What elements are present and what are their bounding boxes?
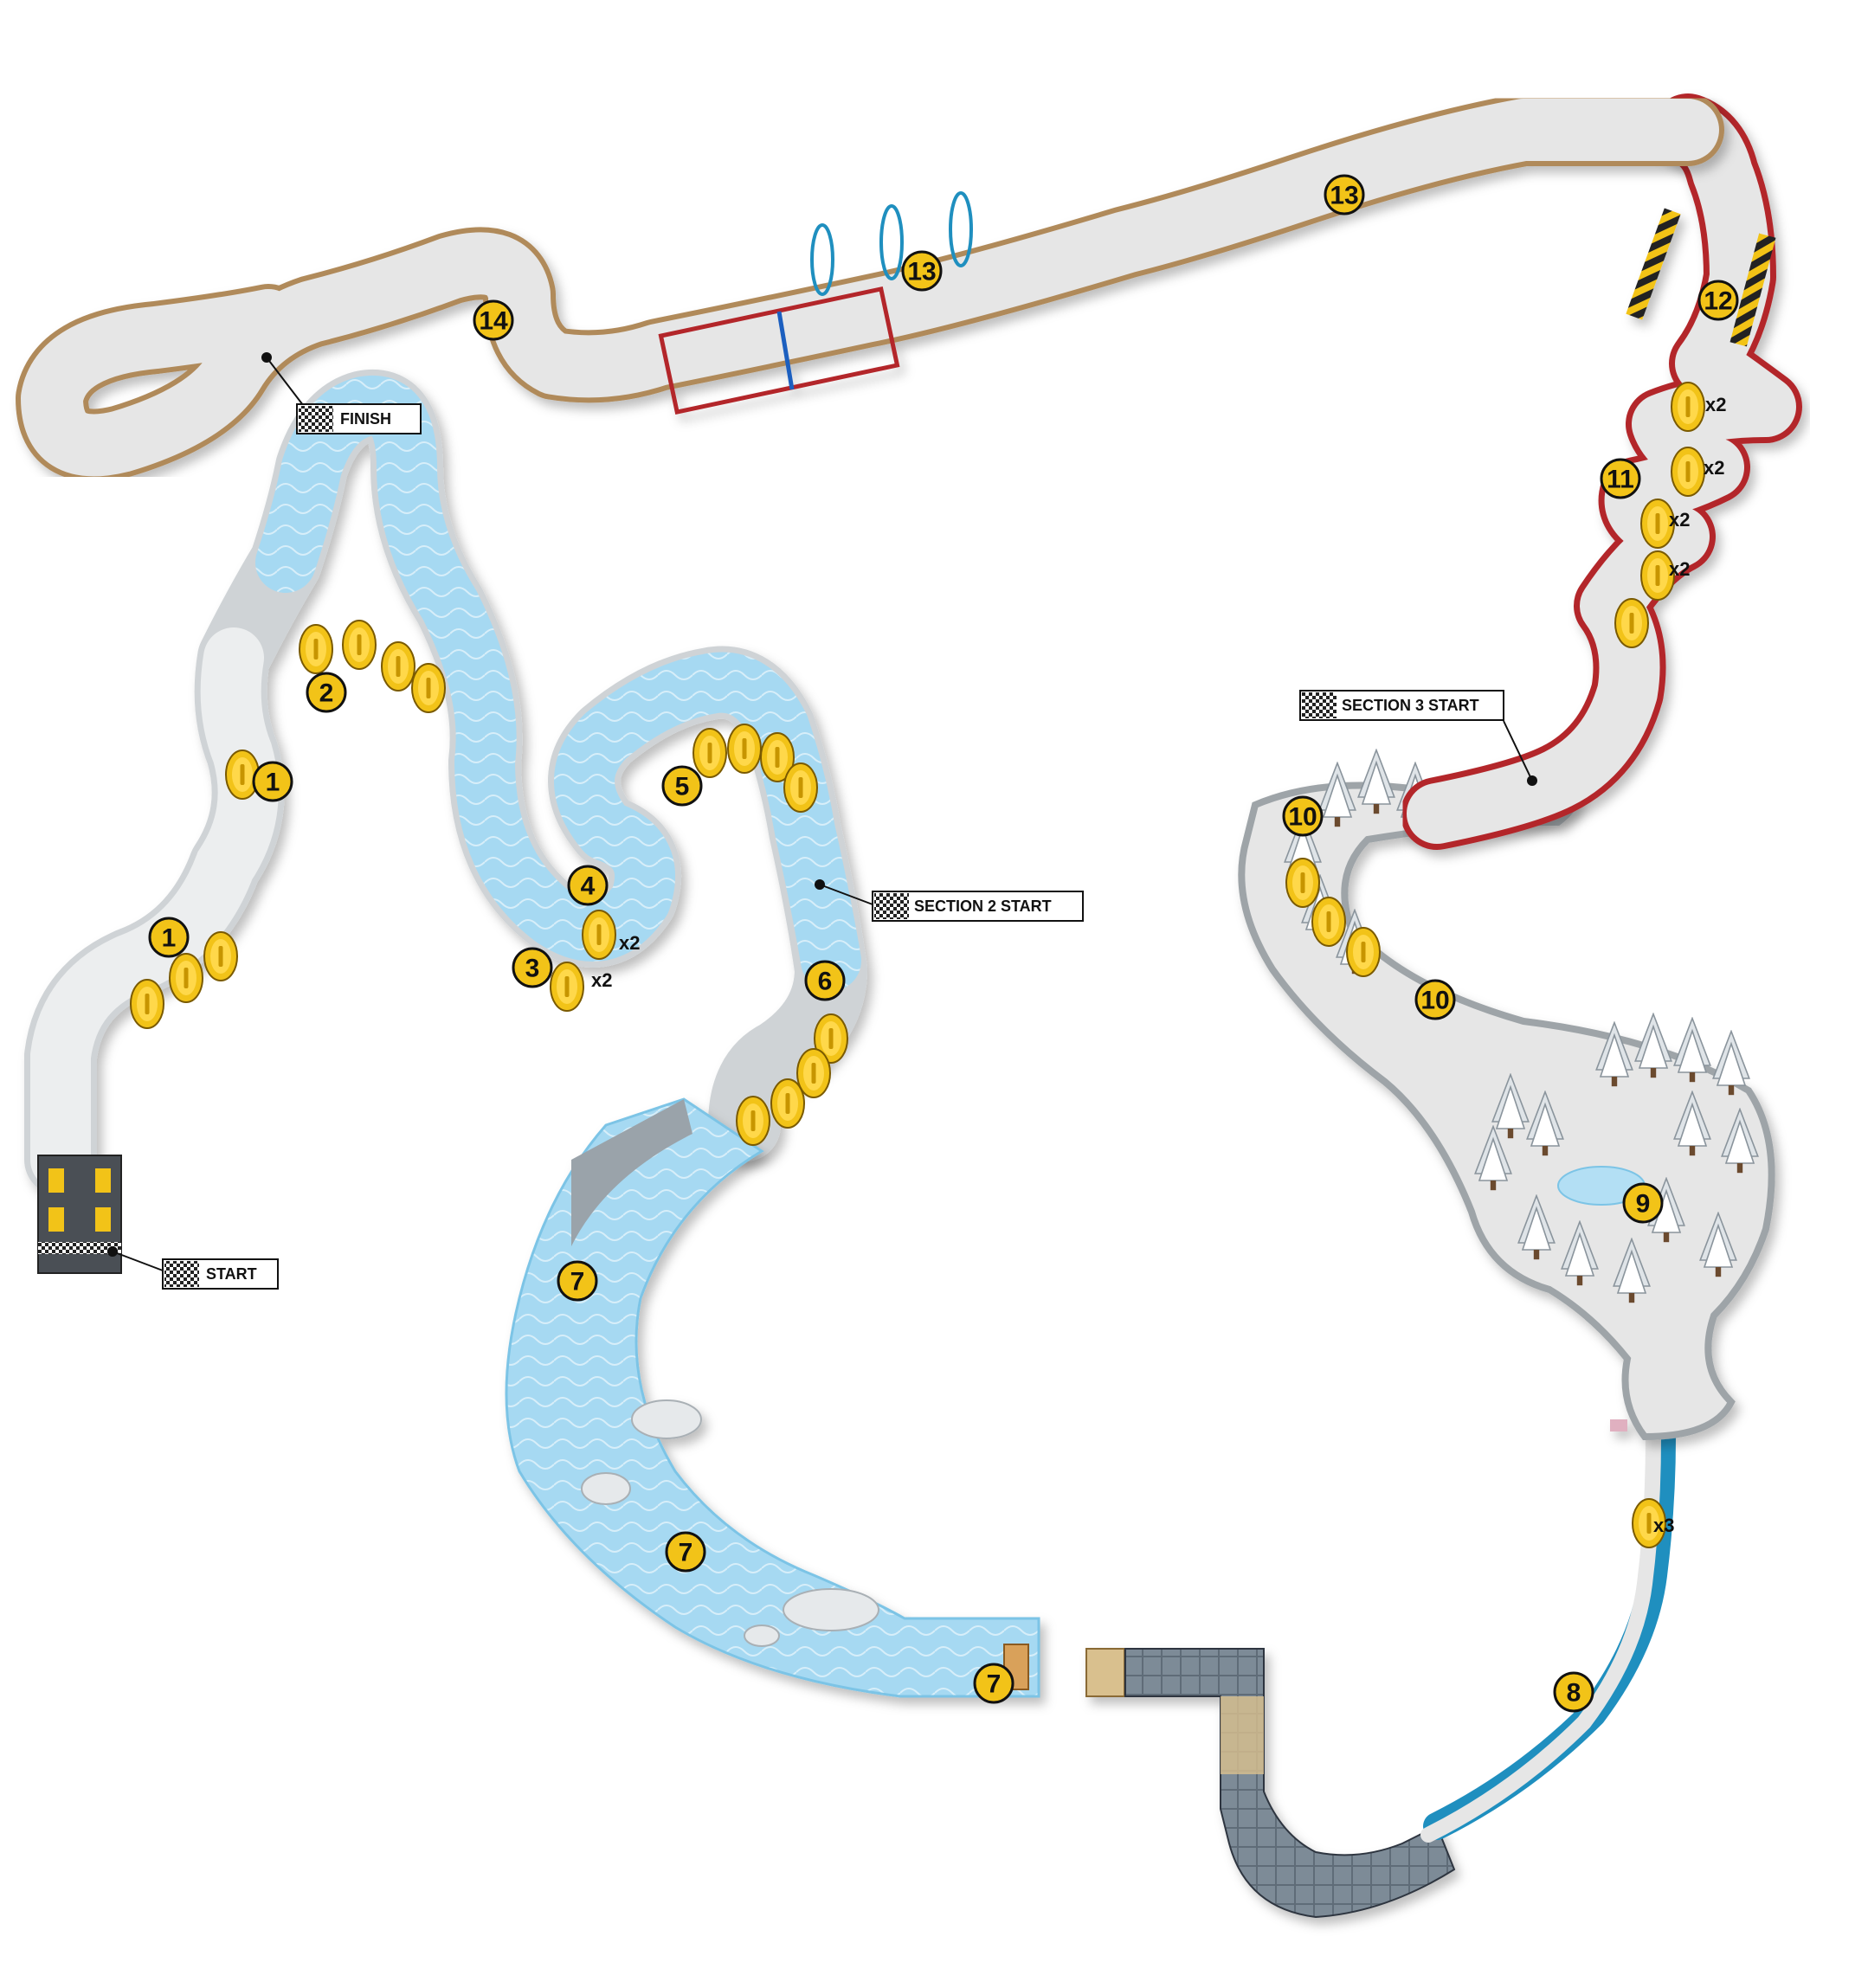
start-grid: [37, 1155, 122, 1274]
svg-text:SECTION 3 START: SECTION 3 START: [1342, 697, 1479, 714]
section-2-start-callout: SECTION 2 START: [815, 879, 1084, 922]
marker-4: 4: [567, 865, 609, 906]
marker-7b: 7: [665, 1531, 706, 1573]
section-markers: 1 1 2 3 4 5 6 7 7 7 8 9 10 10 11 12 13 1…: [148, 174, 1739, 1713]
marker-2: 2: [306, 672, 347, 713]
svg-text:7: 7: [570, 1268, 585, 1296]
marker-3: 3: [512, 947, 553, 988]
svg-text:6: 6: [818, 968, 833, 996]
marker-7c: 7: [973, 1663, 1015, 1704]
section-8-path: [1420, 1423, 1676, 1843]
svg-text:10: 10: [1420, 987, 1449, 1015]
svg-text:4: 4: [581, 872, 596, 901]
marker-1a: 1: [252, 761, 293, 802]
marker-10a: 10: [1282, 795, 1324, 837]
marker-7a: 7: [557, 1260, 598, 1302]
coins: [130, 382, 1705, 1548]
section-3-track: [1401, 93, 1802, 850]
tiled-segment: [1085, 1648, 1456, 1919]
svg-text:13: 13: [907, 258, 936, 286]
svg-text:8: 8: [1567, 1679, 1581, 1708]
section-1-track: [24, 369, 867, 1196]
coin-multipliers: x2 x2 x3 x2 x2 x2 x2: [591, 394, 1726, 1536]
svg-text:3: 3: [525, 955, 540, 983]
marker-5: 5: [661, 765, 703, 807]
svg-text:5: 5: [675, 773, 690, 801]
svg-text:x2: x2: [1704, 457, 1724, 479]
water-pool: [505, 1097, 1040, 1698]
marker-13a: 13: [901, 250, 943, 292]
marker-1b: 1: [148, 917, 190, 958]
svg-text:1: 1: [162, 924, 177, 953]
svg-text:11: 11: [1607, 466, 1634, 494]
svg-text:14: 14: [479, 307, 508, 336]
svg-text:7: 7: [679, 1539, 693, 1567]
marker-14: 14: [473, 299, 514, 341]
svg-text:FINISH: FINISH: [340, 410, 391, 428]
svg-text:x2: x2: [619, 932, 640, 954]
svg-text:x2: x2: [1669, 509, 1690, 531]
svg-text:x2: x2: [591, 969, 612, 991]
svg-text:x2: x2: [1705, 394, 1726, 415]
section-3-start-callout: SECTION 3 START: [1299, 690, 1537, 786]
marker-9: 9: [1622, 1182, 1664, 1224]
marker-6: 6: [804, 960, 846, 1001]
finish-callout: FINISH: [261, 352, 422, 434]
svg-text:x3: x3: [1653, 1515, 1674, 1536]
svg-text:SECTION 2 START: SECTION 2 START: [914, 897, 1052, 915]
start-callout: START: [107, 1246, 279, 1290]
marker-12: 12: [1697, 280, 1739, 321]
marker-13b: 13: [1324, 174, 1365, 216]
svg-text:2: 2: [319, 679, 334, 708]
marker-11: 11: [1600, 458, 1641, 499]
rings: [810, 191, 973, 296]
svg-text:7: 7: [987, 1670, 1002, 1699]
svg-text:START: START: [206, 1265, 257, 1283]
top-track: [16, 93, 1724, 482]
svg-text:1: 1: [266, 769, 280, 797]
marker-10b: 10: [1414, 979, 1456, 1020]
svg-text:13: 13: [1330, 182, 1358, 210]
svg-text:x2: x2: [1669, 558, 1690, 580]
marker-8: 8: [1553, 1671, 1594, 1713]
svg-text:12: 12: [1704, 287, 1732, 316]
svg-text:10: 10: [1288, 803, 1317, 832]
svg-text:9: 9: [1636, 1190, 1651, 1219]
